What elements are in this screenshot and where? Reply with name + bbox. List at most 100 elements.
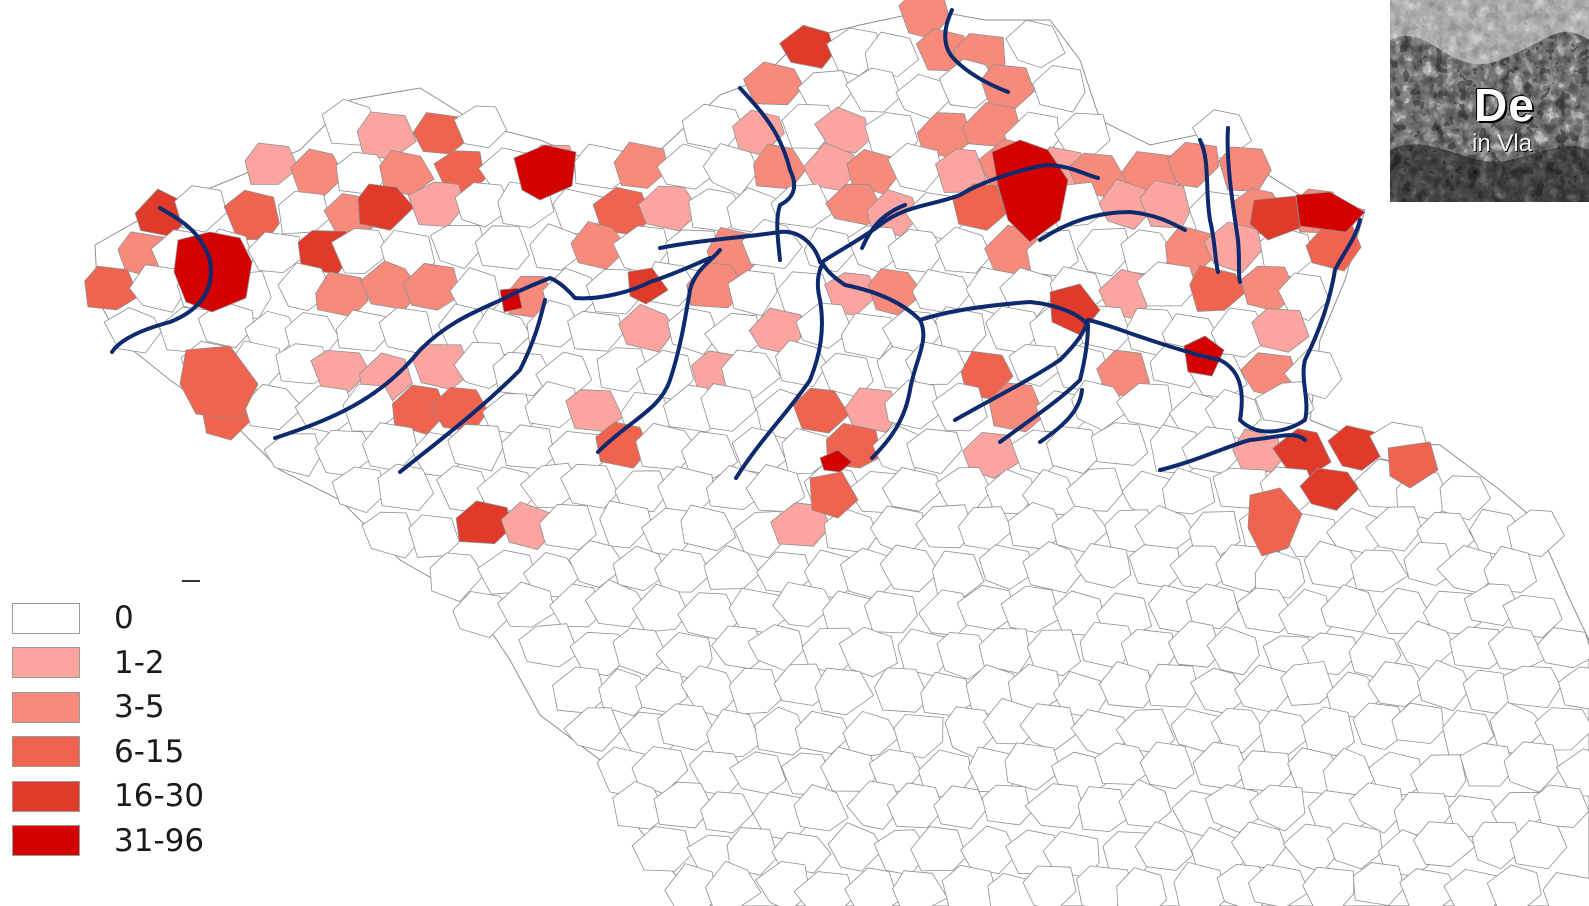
municipality	[705, 465, 761, 511]
river	[734, 262, 824, 480]
municipality	[560, 463, 619, 509]
municipality	[842, 710, 900, 757]
municipality	[632, 583, 689, 633]
municipality	[453, 105, 507, 149]
municipality	[1506, 509, 1565, 558]
hotspot-municipality	[1249, 195, 1301, 241]
river	[820, 163, 1100, 264]
municipality	[1299, 467, 1360, 511]
municipality	[1026, 629, 1082, 677]
municipality	[864, 590, 918, 634]
municipality	[1046, 426, 1101, 474]
municipality	[197, 300, 255, 349]
municipality	[1365, 506, 1423, 552]
municipality	[654, 548, 711, 593]
municipality	[1185, 583, 1239, 630]
municipality	[452, 591, 513, 639]
hotspot-municipality	[1387, 441, 1439, 489]
municipality	[1352, 702, 1409, 750]
municipality	[844, 387, 900, 433]
municipality	[174, 185, 228, 233]
municipality	[1536, 627, 1589, 669]
municipality	[1251, 308, 1310, 353]
municipality	[598, 668, 649, 717]
municipality	[935, 306, 987, 353]
hotspot-municipality	[809, 471, 859, 519]
municipality	[664, 863, 716, 906]
municipality	[1116, 867, 1168, 906]
inset-title: De	[1474, 79, 1535, 131]
municipality	[1094, 742, 1153, 785]
municipality	[705, 860, 762, 906]
municipality	[614, 470, 669, 513]
municipality	[377, 463, 434, 512]
municipality	[1247, 864, 1310, 906]
municipality	[518, 623, 580, 668]
municipality	[335, 309, 390, 352]
hotspot-municipality	[819, 449, 853, 473]
municipality	[910, 826, 967, 872]
municipality	[613, 141, 669, 189]
municipality	[631, 826, 693, 872]
municipality	[1486, 864, 1542, 906]
municipality	[906, 428, 963, 475]
municipality-layer	[84, 0, 1589, 906]
municipality	[247, 231, 304, 274]
municipality	[357, 183, 415, 231]
municipality	[1410, 754, 1467, 798]
municipality	[893, 713, 944, 759]
municipality	[686, 261, 746, 309]
municipality	[754, 706, 809, 756]
municipality	[618, 303, 677, 353]
municipality	[773, 663, 829, 706]
river	[953, 218, 1362, 434]
municipality	[1099, 661, 1155, 709]
legend-swatch	[12, 691, 80, 723]
hotspot-layer	[173, 139, 1439, 557]
municipality	[1077, 786, 1130, 833]
municipality	[1302, 866, 1355, 906]
municipality	[1008, 344, 1062, 387]
municipality	[845, 67, 902, 113]
municipality	[1066, 467, 1124, 512]
municipality	[934, 226, 992, 274]
municipality	[1162, 467, 1216, 515]
municipality	[1367, 661, 1427, 708]
legend-swatch	[12, 825, 80, 857]
municipality	[887, 142, 943, 193]
river	[738, 86, 797, 262]
municipality	[779, 24, 836, 69]
municipality	[1204, 784, 1263, 833]
municipality	[568, 540, 627, 588]
municipality	[529, 223, 589, 271]
municipality	[1236, 587, 1297, 634]
municipality	[1004, 742, 1062, 791]
municipality	[496, 581, 556, 628]
municipality	[931, 382, 988, 432]
municipality	[1024, 783, 1084, 829]
municipality	[1090, 422, 1149, 466]
municipality	[1463, 583, 1520, 627]
legend: 0 1-2 3-5 6-15 16-30 31-96	[12, 596, 222, 863]
municipality	[1326, 822, 1384, 870]
municipality	[1509, 819, 1568, 870]
municipality	[933, 785, 987, 830]
municipality	[1320, 584, 1377, 633]
municipality	[1022, 541, 1083, 594]
river	[273, 256, 712, 440]
municipality	[1210, 708, 1266, 754]
municipality	[846, 780, 904, 830]
municipality	[549, 583, 602, 628]
municipality	[429, 552, 485, 603]
municipality	[793, 871, 855, 906]
municipality	[596, 347, 649, 393]
legend-dash	[182, 580, 200, 582]
river	[998, 323, 1090, 444]
municipality	[1391, 702, 1445, 744]
municipality	[1258, 709, 1315, 756]
municipality	[700, 383, 757, 432]
municipality	[681, 431, 739, 479]
municipality	[978, 544, 1037, 590]
municipality	[882, 467, 943, 512]
river	[1225, 126, 1242, 284]
